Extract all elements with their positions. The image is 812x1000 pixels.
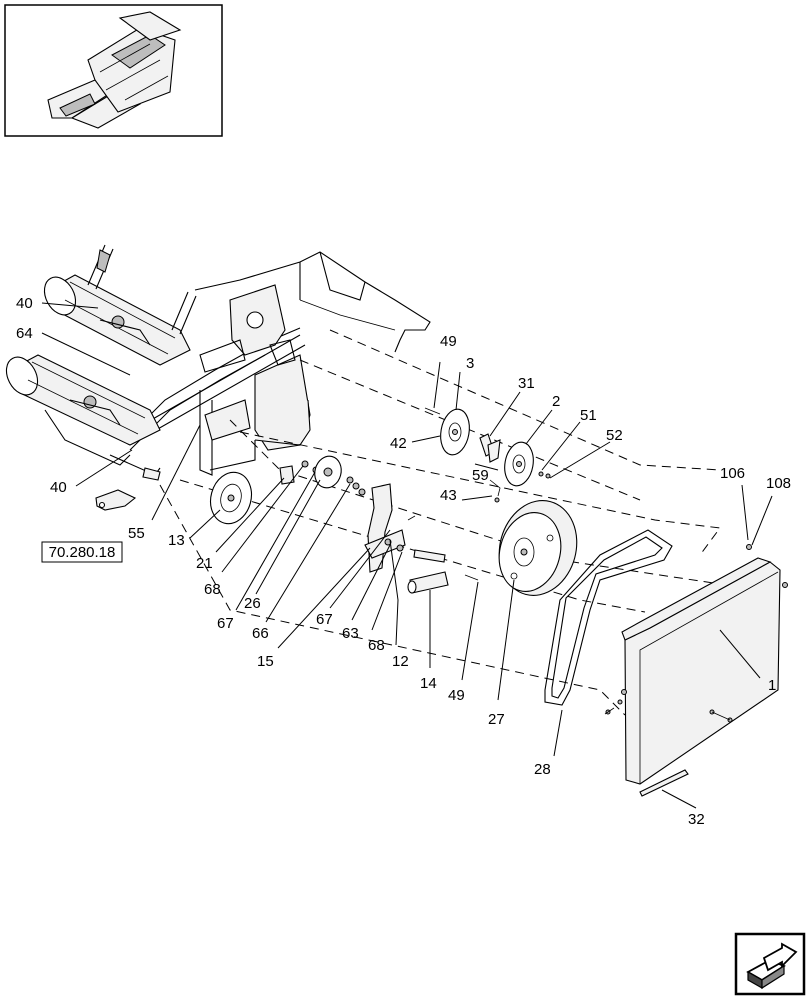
callout-21: 21	[196, 555, 213, 572]
callout-63: 63	[342, 625, 359, 642]
callout-40-upper: 40	[16, 295, 33, 312]
callout-66: 66	[252, 625, 269, 642]
callout-43: 43	[440, 487, 457, 504]
callout-28: 28	[534, 761, 551, 778]
callout-32: 32	[688, 811, 705, 828]
callout-3: 3	[466, 355, 474, 372]
lower-roller	[5, 354, 161, 481]
callout-52: 52	[606, 427, 623, 444]
callout-68-left: 68	[204, 581, 221, 598]
upper-roller	[43, 244, 197, 366]
callout-68-right: 68	[368, 637, 385, 654]
callout-64: 64	[16, 325, 33, 342]
thumbnail-frame	[4, 4, 223, 137]
callout-67-left: 67	[217, 615, 234, 632]
callout-2: 2	[552, 393, 560, 410]
callout-67-right: 67	[316, 611, 333, 628]
callout-55: 55	[128, 525, 145, 542]
belt-28	[544, 529, 673, 706]
leader-lines	[41, 302, 773, 809]
callout-49-upper: 49	[440, 333, 457, 350]
reference-label: 70.280.18	[49, 544, 116, 561]
callout-59: 59	[472, 467, 489, 484]
callout-12: 12	[392, 653, 409, 670]
callout-13: 13	[168, 532, 185, 549]
callout-108: 108	[766, 475, 791, 492]
next-page-arrow-icon[interactable]	[734, 932, 806, 996]
callout-31: 31	[518, 375, 535, 392]
callout-49-lower: 49	[448, 687, 465, 704]
callout-14: 14	[420, 675, 437, 692]
reference-box[interactable]: 70.280.18	[41, 541, 123, 563]
explode-lines	[159, 329, 761, 716]
callout-51: 51	[580, 407, 597, 424]
callout-42: 42	[390, 435, 407, 452]
callout-27: 27	[488, 711, 505, 728]
strip-32	[639, 769, 689, 797]
callout-106: 106	[720, 465, 745, 482]
mounting-bracket	[95, 489, 137, 511]
small-parts	[279, 455, 479, 594]
shield-1	[604, 544, 788, 785]
combine-overview-thumbnail-icon	[47, 11, 182, 129]
pulley-27	[498, 500, 578, 596]
callout-26: 26	[244, 595, 261, 612]
callout-40-lower: 40	[50, 479, 67, 496]
pulley-13	[209, 471, 253, 525]
callout-numbers: 40 64 40 55 13 21 68 67 26 66 15 67 63 6…	[16, 295, 791, 828]
callout-1: 1	[768, 677, 776, 694]
frame-housing	[124, 251, 431, 476]
callout-15: 15	[257, 653, 274, 670]
sprocket-assembly	[424, 407, 551, 503]
